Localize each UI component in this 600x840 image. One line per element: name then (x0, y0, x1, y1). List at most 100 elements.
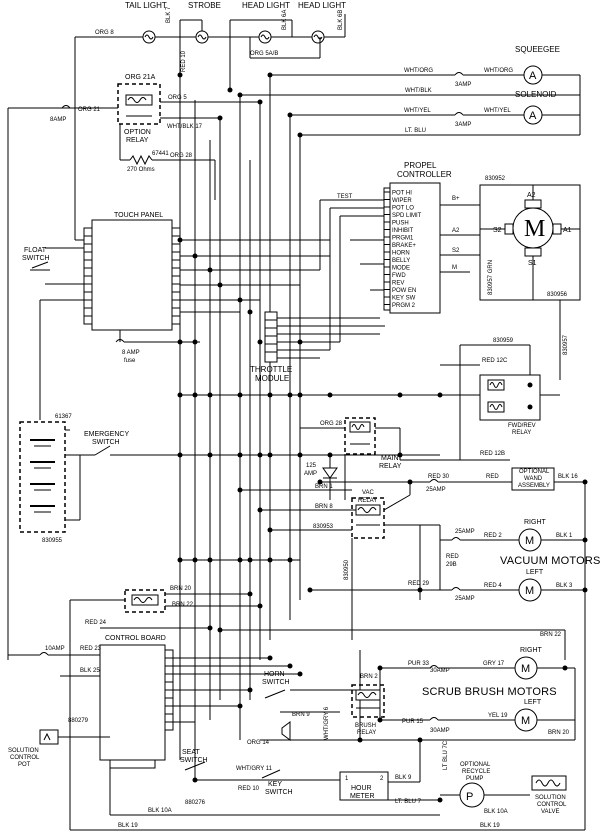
wire-830957-grn: 830957 GRN (488, 260, 494, 295)
junction-dot (417, 737, 423, 743)
test-label: TEST (337, 194, 353, 200)
fuse-125amp-label-2: AMP (304, 471, 317, 477)
recycle-pump-label-1: OPTIONAL (460, 762, 491, 768)
solenoid-label: SOLENOID (515, 90, 557, 99)
junction-dot (377, 717, 383, 723)
junction-dot (357, 737, 363, 743)
solution-pot-label-3: POT (18, 762, 31, 768)
brush-relay-block: BRN 2 BRUSH RELAY (290, 674, 385, 736)
hour-meter-label-2: METER (350, 793, 375, 800)
vac-relay-label-1: VAC (362, 490, 375, 496)
junction-dot (257, 603, 263, 609)
squeegee-solenoid: A WHT/ORG 3AMP WHT/ORG SQUEEGEE WHT/BLK … (240, 45, 581, 136)
vacuum-motor-right-letter: M (525, 535, 534, 547)
wire-red4: RED 4 (484, 583, 502, 589)
wire-ltblu7: LT. BLU 7 (395, 799, 422, 805)
touch-panel (91, 219, 173, 331)
propel-controller-label-1: PROPEL (404, 161, 437, 170)
brush-right-label: RIGHT (520, 647, 543, 654)
pc-pin-label: PRGM 2 (392, 303, 416, 309)
horn-switch-label-2: SWITCH (262, 679, 290, 686)
fwd-rev-relay-block: 830959 830957 RED 12C RED 12B FWD/REV RE… (400, 334, 569, 461)
head-light-label-2: HEAD LIGHT (298, 1, 346, 10)
throttle-module-label-1: THROTTLE (250, 365, 292, 374)
control-board-block: RED 24 CONTROL BOARD 10AMP RED 23 BLK 25 (8, 620, 300, 769)
wire-org21a: ORG 21A (125, 74, 156, 81)
pc-pin-label: KEY SW (392, 296, 416, 302)
wire-whtblk: WHT/BLK (405, 88, 432, 94)
wire-blk3: BLK 3 (556, 583, 573, 589)
solution-valve (531, 775, 567, 791)
solenoid-letter: A (529, 110, 537, 122)
vacuum-right-label: RIGHT (524, 519, 547, 526)
wire-red10-top: RED 10 (181, 50, 187, 72)
junction-dots (110, 72, 588, 803)
pc-pin-label: POW EN (392, 288, 416, 294)
brush-motor-right-letter: M (521, 663, 530, 675)
fuse-8amp-label-1: 8 AMP (122, 350, 140, 356)
wire-org5: ORG 5 (168, 95, 187, 101)
wire-blk10a-r: BLK 10A (484, 809, 508, 815)
float-switch-label-1: FLOAT (24, 247, 47, 254)
junction-dot (257, 507, 263, 513)
wire-whtgry6: WHT/GRY 6 (324, 706, 330, 740)
junction-dot (257, 339, 263, 345)
wire-830952: 830952 (485, 176, 506, 182)
wire-brn2: BRN 2 (360, 674, 378, 680)
junction-dot (287, 112, 293, 118)
wire-blk1: BLK 1 (556, 533, 573, 539)
wire-red-29b-2: 29B (446, 562, 457, 568)
main-relay-label-1: MAIN (381, 455, 399, 462)
junction-dot (217, 282, 223, 288)
junction-dot (297, 132, 303, 138)
junction-dot (267, 527, 273, 533)
main-relay (344, 417, 376, 455)
wire-ltblu7c: LT BLU 7C (443, 740, 449, 770)
wire-red12b: RED 12B (480, 451, 505, 457)
brush-relay-label-2: RELAY (357, 730, 376, 736)
junction-dot (207, 625, 213, 631)
propel-motor-block: M A2 S2 A1 S1 830952 830957 GRN 830956 (479, 176, 581, 380)
junction-dot (317, 479, 323, 485)
terminal-a2: A2 (527, 192, 536, 199)
fuse-30amp-b: 30AMP (430, 728, 450, 734)
optional-wand-block: RED 30 RED 25AMP OPTIONAL WAND ASSEMBLY … (320, 467, 585, 493)
wire-brn22-r: BRN 22 (540, 632, 562, 638)
squeegee-motor-letter: A (529, 70, 537, 82)
fuse-25amp-a: 25AMP (426, 487, 446, 493)
brush-relay-label-1: BRUSH (355, 723, 376, 729)
pc-pin-label: WIPER (392, 198, 412, 204)
hour-meter-block: WHT/GRY 6 1 2 HOUR METER BLK 9 LT. BLU 7… (324, 706, 567, 815)
pc-pin-label: BELLY (392, 258, 410, 264)
wand-label-1: OPTIONAL (519, 469, 550, 475)
wire-gry17: GRY 17 (483, 661, 505, 667)
emergency-switch-label-2: SWITCH (92, 439, 120, 446)
wire-whtyel-l: WHT/YEL (404, 108, 431, 114)
junction-dot (237, 703, 243, 709)
pc-side-bplus: B+ (452, 196, 460, 202)
junction-dot (582, 479, 588, 485)
top-lights: TAIL LIGHT STROBE HEAD LIGHT HEAD LIGHT … (74, 1, 346, 240)
pc-side-s2: S2 (452, 248, 460, 254)
vacuum-left-label: LEFT (526, 569, 544, 576)
wire-org28-top: ORG 28 (170, 153, 193, 159)
seat-switch-label-2: SWITCH (180, 757, 208, 764)
wire-red2: RED 2 (484, 533, 502, 539)
junction-dot (247, 687, 253, 693)
wire-61367: 61367 (55, 414, 72, 420)
recycle-pump-label-2: RECYCLE (462, 769, 490, 775)
fuse-10amp: 10AMP (45, 646, 65, 652)
junction-dot (192, 777, 198, 783)
junction-dot (297, 339, 303, 345)
junction-dot (177, 339, 183, 345)
junction-dot (582, 537, 588, 543)
junction-dot (237, 92, 243, 98)
brn-relay (124, 589, 166, 613)
vac-relay (351, 497, 385, 539)
pc-pin-label: INHIBIT (392, 228, 414, 234)
touch-panel-block: TOUCH PANEL FLOAT SWITCH 8 AMP fuse (22, 212, 330, 420)
resistor-ohms: 270 Ohms (127, 167, 155, 173)
